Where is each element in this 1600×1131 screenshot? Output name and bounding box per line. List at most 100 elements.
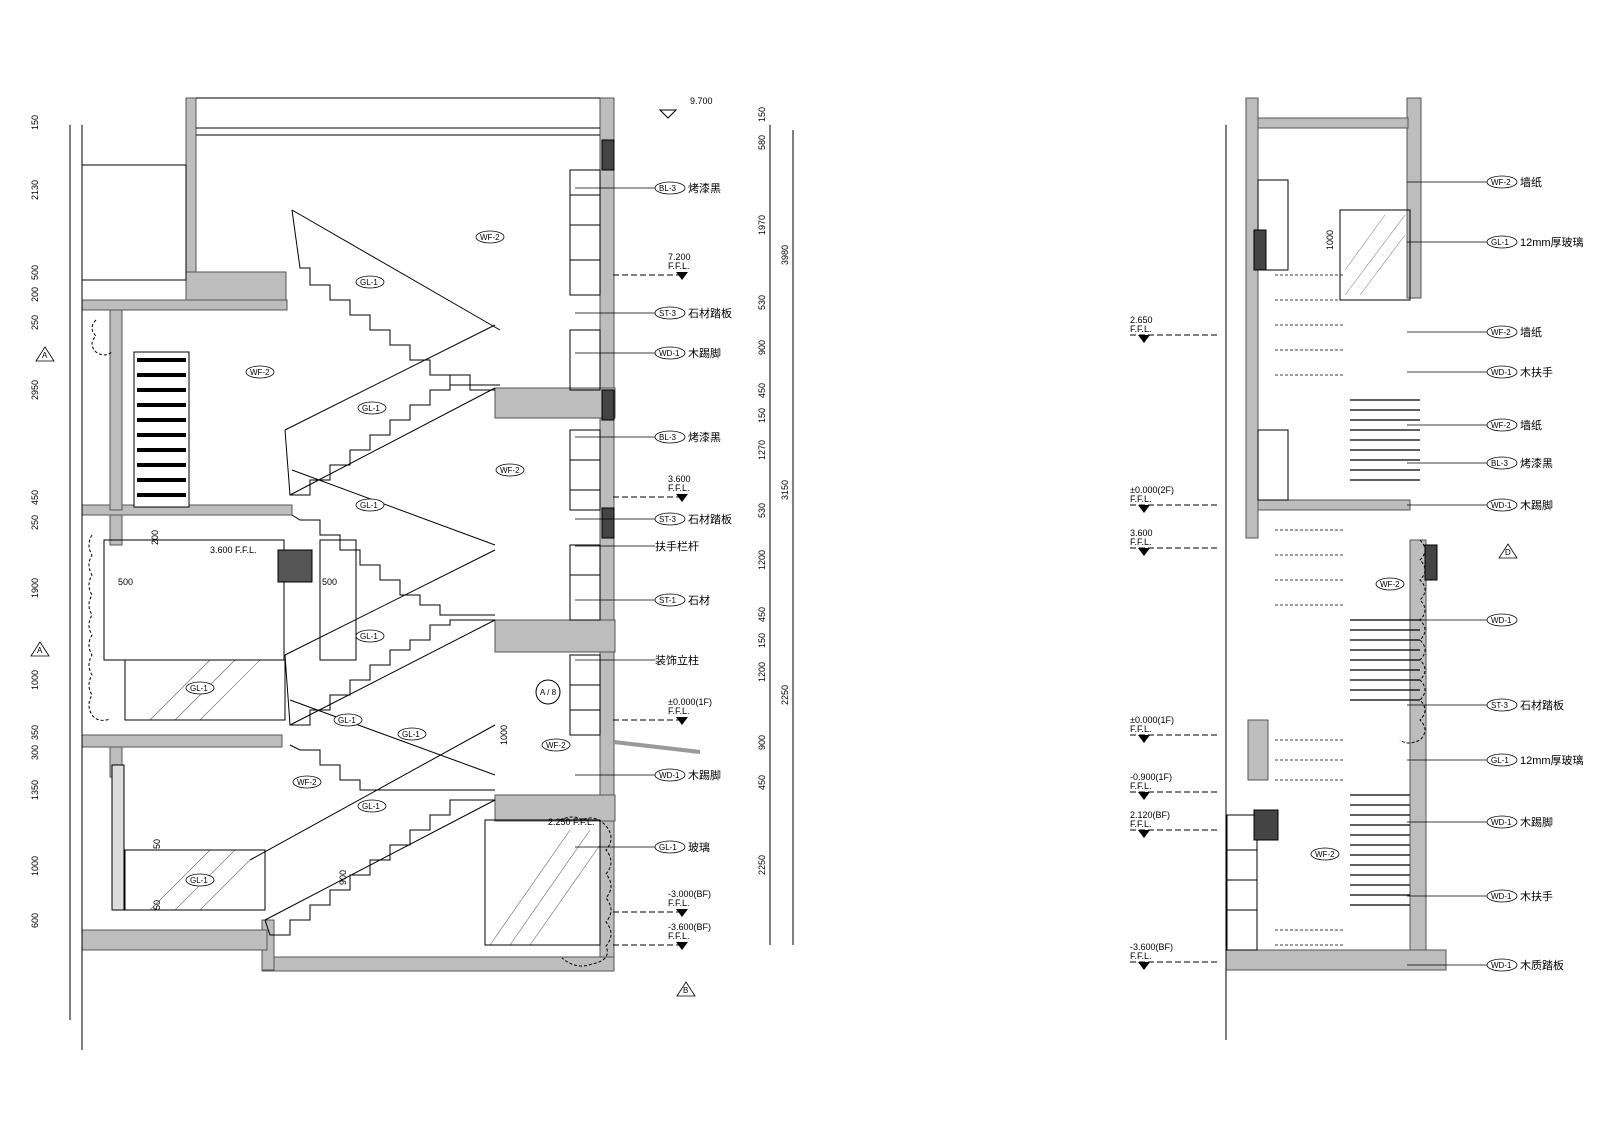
stair-flight-upper <box>284 209 501 496</box>
left-callout-text: 扶手栏杆 <box>655 539 699 553</box>
right-callout-text: 木质踏板 <box>1520 958 1564 972</box>
right-level-ffl: F.F.L. <box>1130 724 1152 734</box>
left-inline-tag-ellipse <box>292 775 322 789</box>
right-inline-tag-ellipse <box>1310 847 1340 861</box>
left-dim-label: 600 <box>30 913 40 928</box>
left-callout-text: 玻璃 <box>688 840 710 854</box>
left-level-value: -3.600(BF) <box>668 922 711 932</box>
left-section-mark-triangle <box>30 641 50 657</box>
right-callout-text: 木踢脚 <box>1520 498 1553 512</box>
glass-hatch-right <box>1344 214 1406 296</box>
left-section-mark-triangle <box>676 981 696 997</box>
right-callout-text: 木扶手 <box>1520 365 1553 379</box>
left-callout-text: 石材踏板 <box>688 306 732 320</box>
inner-level: 2.250 F.F.L. <box>548 817 595 827</box>
right-dim-label: 1200 <box>757 662 767 682</box>
right-callout-text: 12mm厚玻璃 <box>1520 753 1584 767</box>
right-callout-code: WD-1 <box>1491 501 1512 510</box>
inner-dim-label: 50 <box>152 839 162 849</box>
left-callout-code: BL-3 <box>659 184 676 193</box>
stair-flight-middle <box>284 469 496 726</box>
right-dim-label: 1200 <box>757 550 767 570</box>
right-callout-code: GL-1 <box>1491 756 1509 765</box>
left-inline-tag-text: GL-1 <box>190 684 208 693</box>
right-inline-tag-ellipse <box>1375 577 1405 591</box>
right-section-linework <box>1130 97 1447 1040</box>
left-dim-label: 450 <box>30 490 40 505</box>
inner-level: 3.600 F.F.L. <box>210 545 257 555</box>
left-inline-tag-text: GL-1 <box>360 632 378 641</box>
left-level-value: 3.600 <box>668 474 691 484</box>
left-inline-tag-ellipse <box>397 727 427 741</box>
left-section-linework <box>69 97 794 1050</box>
right-level-value: ±0.000(2F) <box>1130 485 1174 495</box>
right-callout-text: 木扶手 <box>1520 889 1553 903</box>
left-callout-text: 烤漆黑 <box>688 181 721 195</box>
left-dim-label: 250 <box>30 315 40 330</box>
left-inline-tag-text: GL-1 <box>360 501 378 510</box>
total-dim-label: 2250 <box>780 685 790 705</box>
left-dim-label: 300 <box>30 745 40 760</box>
right-level-ffl: F.F.L. <box>1130 537 1152 547</box>
right-callout-code: WD-1 <box>1491 616 1512 625</box>
left-level-marker <box>676 494 688 502</box>
left-dim-label: 500 <box>30 265 40 280</box>
right-callout-text: 墙纸 <box>1520 418 1542 432</box>
right-callout-text: 石材踏板 <box>1520 698 1564 712</box>
right-stair-treads <box>1350 399 1420 906</box>
left-dim-label: 2950 <box>30 380 40 400</box>
total-dim-label: 3150 <box>780 480 790 500</box>
left-inline-tag-ellipse <box>475 230 505 244</box>
total-dim-label: 3980 <box>780 245 790 265</box>
right-level-value: -0.900(1F) <box>1130 772 1172 782</box>
left-inline-tag-ellipse <box>357 401 387 415</box>
left-level-marker <box>676 272 688 280</box>
right-dim-label: 150 <box>757 107 767 122</box>
right-callout-text: 烤漆黑 <box>1520 456 1553 470</box>
left-inline-tag-ellipse <box>185 681 215 695</box>
right-level-marker <box>1138 505 1150 513</box>
left-inline-tag-text: GL-1 <box>190 876 208 885</box>
left-inline-tag-text: WF-2 <box>500 466 520 475</box>
right-dim-label: 900 <box>757 735 767 750</box>
left-inline-tag-text: GL-1 <box>360 278 378 287</box>
left-callout-text: 装饰立柱 <box>655 653 699 667</box>
right-level-value: 2.650 <box>1130 315 1153 325</box>
left-inline-tag-ellipse <box>185 873 215 887</box>
detail-ref-text: A / 8 <box>540 688 557 697</box>
right-level-ffl: F.F.L. <box>1130 819 1152 829</box>
right-level-ffl: F.F.L. <box>1130 781 1152 791</box>
right-section-mark-triangle <box>1498 543 1518 559</box>
right-level-marker <box>1138 735 1150 743</box>
left-callout-code: ST-3 <box>659 515 676 524</box>
left-inline-tag-text: WF-2 <box>250 368 270 377</box>
right-level-value: -3.600(BF) <box>1130 942 1173 952</box>
right-level-ffl: F.F.L. <box>1130 494 1152 504</box>
left-inline-tag-text: WF-2 <box>297 778 317 787</box>
left-callout-text: 石材 <box>688 593 710 607</box>
right-dim-label: 900 <box>757 340 767 355</box>
left-inline-tag-ellipse <box>355 629 385 643</box>
right-dim-label: 150 <box>757 408 767 423</box>
inner-dim-label: 1000 <box>499 725 509 745</box>
left-level-ffl: F.F.L. <box>668 706 690 716</box>
right-level-marker <box>1138 962 1150 970</box>
left-level-ffl: F.F.L. <box>668 931 690 941</box>
left-level-marker <box>676 909 688 917</box>
left-dim-label: 150 <box>30 115 40 130</box>
left-callout-text: 木踢脚 <box>688 346 721 360</box>
left-level-marker <box>676 942 688 950</box>
left-inline-tag-text: GL-1 <box>402 730 420 739</box>
right-level-marker <box>1138 830 1150 838</box>
right-callout-code: GL-1 <box>1491 238 1509 247</box>
left-callout-text: 木踢脚 <box>688 768 721 782</box>
right-callout-text: 墙纸 <box>1520 325 1542 339</box>
right-callout-code: WD-1 <box>1491 818 1512 827</box>
left-dim-label: 350 <box>30 725 40 740</box>
right-callout-code: WF-2 <box>1491 328 1511 337</box>
top-level-value: 9.700 <box>690 96 713 106</box>
right-dim-label: 1970 <box>757 215 767 235</box>
top-level-marker <box>658 109 678 119</box>
left-level-ffl: F.F.L. <box>668 483 690 493</box>
